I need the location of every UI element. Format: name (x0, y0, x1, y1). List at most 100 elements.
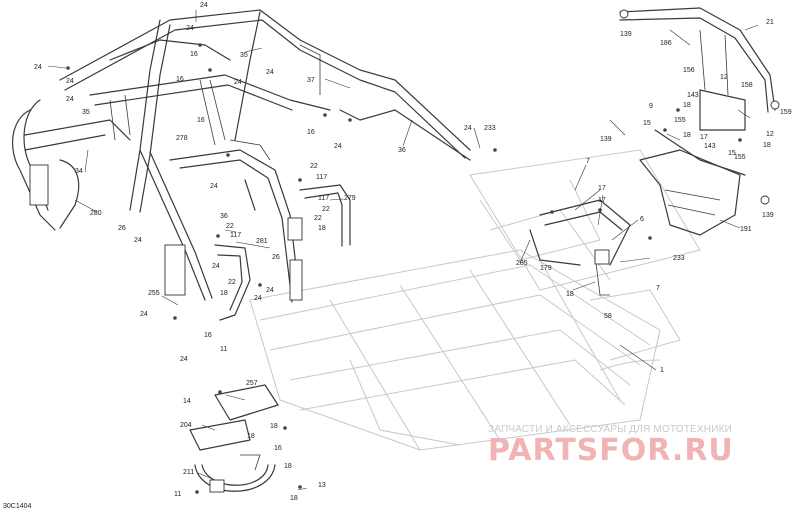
watermark: ЗАПЧАСТИ И АКСЕССУАРЫ ДЛЯ МОТОТЕХНИКИ PA… (488, 424, 788, 468)
callout: 18 (566, 291, 574, 298)
drawing-code: 30C1404 (3, 503, 32, 510)
callout: 18 (683, 102, 691, 109)
chassis-ghost (249, 149, 701, 451)
callout: 233 (673, 255, 685, 262)
callout: 7 (586, 158, 590, 165)
callout: 24 (66, 96, 74, 103)
callout: 159 (780, 109, 792, 116)
callout: 24 (334, 143, 342, 150)
callout: 281 (256, 238, 268, 245)
callout: 6 (640, 216, 644, 223)
callout: 24 (464, 125, 472, 132)
callout: 179 (540, 265, 552, 272)
callout: 12 (766, 131, 774, 138)
callout: 24 (210, 183, 218, 190)
callout: 12 (720, 74, 728, 81)
center-support (529, 199, 631, 296)
callout: 24 (140, 311, 148, 318)
callout: 24 (212, 263, 220, 270)
callout: 36 (398, 147, 406, 154)
callout: 155 (674, 117, 686, 124)
callout: 58 (604, 313, 612, 320)
callout: 24 (266, 287, 274, 294)
callout: 18 (763, 142, 771, 149)
callout: 17 (700, 134, 708, 141)
callout: 155 (734, 154, 746, 161)
callout: 117 (230, 232, 241, 239)
callout: 16 (307, 129, 315, 136)
callout: 34 (75, 168, 83, 175)
callout: 24 (200, 2, 208, 9)
callout: 139 (620, 31, 632, 38)
callout: 117 (316, 174, 327, 181)
callout: 279 (344, 195, 356, 202)
callout: 24 (66, 78, 74, 85)
callout: 18 (683, 132, 691, 139)
watermark-subtitle: ЗАПЧАСТИ И АКСЕССУАРЫ ДЛЯ МОТОТЕХНИКИ (488, 424, 733, 435)
callout: 204 (180, 422, 192, 429)
callout: 285 (516, 260, 528, 267)
callout: 18 (247, 433, 255, 440)
callout: 15 (643, 120, 651, 127)
rear-bumper (619, 7, 780, 236)
callout: 18 (220, 290, 228, 297)
callout: 139 (600, 136, 612, 143)
callout: 18 (290, 495, 298, 502)
callout: 16 (197, 117, 205, 124)
callout: 24 (186, 25, 194, 32)
callout: 13 (318, 482, 326, 489)
fasteners (66, 43, 742, 494)
callout: 11 (220, 346, 227, 353)
callout: 158 (741, 82, 753, 89)
callout: 186 (660, 40, 672, 47)
callout: 26 (118, 225, 126, 232)
callout: 22 (310, 163, 318, 170)
callout: 37 (307, 77, 315, 84)
callout: 24 (266, 69, 274, 76)
callout: 278 (176, 135, 188, 142)
callout: 18 (284, 463, 292, 470)
callout: 280 (90, 210, 102, 217)
callout-labels: 24 24 24 24 16 35 24 16 24 37 24 35 16 2… (34, 2, 792, 502)
callout: 26 (272, 254, 280, 261)
callout: 211 (183, 469, 194, 476)
door-braces (214, 179, 351, 321)
callout: 16 (274, 445, 282, 452)
lower-bracket-assembly (189, 384, 279, 493)
callout: 143 (687, 92, 699, 99)
callout: 24 (134, 237, 142, 244)
watermark-logo: PARTSFOR.RU (488, 433, 734, 468)
callout: 24 (254, 295, 262, 302)
callout: 36 (220, 213, 228, 220)
callout: 16 (190, 51, 198, 58)
roll-cage (12, 9, 471, 303)
callout: 22 (314, 215, 322, 222)
callout: 22 (322, 206, 330, 213)
callout: 233 (484, 125, 496, 132)
callout: 1 (660, 367, 664, 374)
callout: 22 (228, 279, 236, 286)
callout: 21 (766, 19, 774, 26)
callout: 16 (176, 76, 184, 83)
callout: 35 (82, 109, 90, 116)
callout: 143 (704, 143, 716, 150)
callout: 17 (598, 185, 606, 192)
callout: 24 (34, 64, 42, 71)
callout: 156 (683, 67, 695, 74)
callout: 18 (318, 225, 326, 232)
callout: 11 (174, 491, 181, 498)
callout: 35 (240, 52, 248, 59)
callout: 14 (183, 398, 191, 405)
callout: 24 (234, 79, 242, 86)
callout: 17 (598, 197, 606, 204)
callout: 191 (740, 226, 752, 233)
callout: 117 (318, 195, 329, 202)
callout: 16 (204, 332, 212, 339)
callout: 257 (246, 380, 258, 387)
callout: 18 (270, 423, 278, 430)
leader-lines (47, 10, 759, 491)
callout: 22 (226, 223, 234, 230)
callout: 9 (649, 103, 653, 110)
callout: 139 (762, 212, 774, 219)
